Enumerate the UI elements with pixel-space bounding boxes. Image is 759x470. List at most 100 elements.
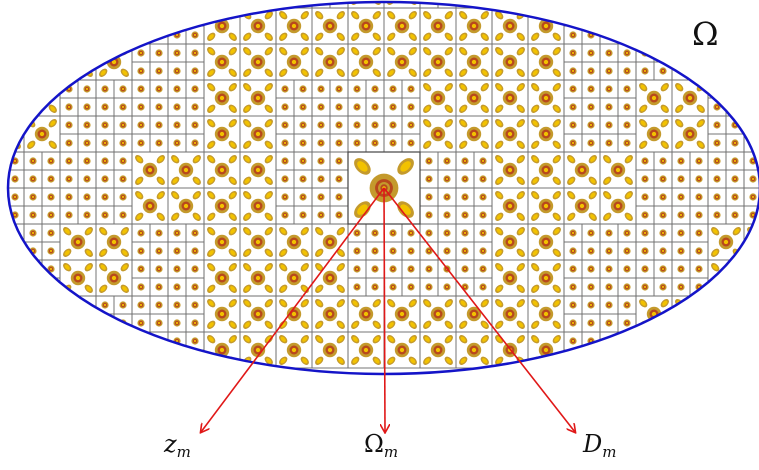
particle-core <box>193 33 197 37</box>
particle-middle <box>48 50 54 56</box>
particle-core <box>496 156 502 162</box>
particle-core <box>589 357 593 361</box>
particle-core <box>607 105 611 109</box>
particle-middle <box>696 68 702 74</box>
particle-core <box>157 231 161 235</box>
grid-cell <box>743 79 759 117</box>
particle <box>372 299 381 308</box>
particle-core <box>446 70 452 76</box>
particle <box>516 212 525 221</box>
cell-particles <box>603 155 633 185</box>
particle-core <box>625 285 629 289</box>
grid-cell <box>743 295 759 333</box>
particle-core <box>208 106 214 112</box>
particle-core <box>651 311 657 317</box>
particle-core <box>604 156 610 162</box>
particle-core <box>280 286 286 292</box>
particle-core <box>409 267 413 271</box>
cell-particles <box>495 263 525 293</box>
particle-middle <box>48 32 54 38</box>
particle-middle <box>48 284 54 290</box>
particle-middle <box>138 356 144 362</box>
particle-outer <box>747 248 756 257</box>
particle-core <box>100 228 106 234</box>
particle-core <box>122 228 128 234</box>
particle-core <box>175 141 179 145</box>
particle-core <box>316 264 322 270</box>
particle <box>354 158 371 175</box>
particle-core <box>676 358 682 364</box>
grid-cell <box>131 2 205 9</box>
particle-core <box>568 214 574 220</box>
particle-outer <box>155 13 163 21</box>
particle-outer <box>0 247 1 254</box>
particle <box>732 47 741 56</box>
particle-core <box>13 15 17 19</box>
particle-core <box>496 264 502 270</box>
particle-outer <box>732 263 741 272</box>
particle <box>207 356 216 365</box>
particle-outer <box>552 11 561 20</box>
particle-outer <box>677 31 685 39</box>
particle <box>531 212 540 221</box>
particle-core <box>139 339 143 343</box>
particle-outer <box>245 2 253 3</box>
particle-outer <box>747 68 756 77</box>
particle <box>408 11 417 20</box>
particle-outer <box>677 13 685 21</box>
particle <box>696 335 705 344</box>
particle-middle <box>30 32 36 38</box>
particle <box>660 320 669 329</box>
particle <box>207 47 216 56</box>
particle <box>552 320 561 329</box>
particle-core <box>319 213 323 217</box>
particle <box>516 248 525 257</box>
particle-core <box>676 336 682 342</box>
particle-core <box>640 142 646 148</box>
particle <box>459 11 468 20</box>
particle-outer <box>660 320 669 329</box>
particle <box>603 191 612 200</box>
particle <box>408 47 417 56</box>
particle-outer <box>713 319 721 327</box>
particle <box>207 119 216 128</box>
particle <box>0 355 1 366</box>
particle-core <box>543 275 549 281</box>
grid-cell <box>41 43 61 63</box>
particle-core <box>122 250 128 256</box>
particle <box>228 104 237 113</box>
particle-core <box>291 23 297 29</box>
cell-particles <box>99 11 129 41</box>
particle-core <box>103 105 107 109</box>
particle-core <box>85 195 89 199</box>
center-point-arrow <box>201 187 385 432</box>
particle-core <box>589 123 593 127</box>
particle-middle <box>30 266 36 272</box>
grid-cell <box>581 7 601 27</box>
particle <box>516 320 525 329</box>
particle-core <box>103 87 107 91</box>
center-point-label-main: z <box>164 430 177 458</box>
particle-core <box>446 336 452 342</box>
particle-core <box>625 357 629 361</box>
particle-core <box>219 239 225 245</box>
particle-core <box>687 131 693 137</box>
particle <box>459 356 468 365</box>
particle-outer <box>11 247 19 255</box>
particle-core <box>697 267 701 271</box>
grid-cell <box>635 2 655 9</box>
particle-core <box>424 142 430 148</box>
particle <box>696 299 705 308</box>
particle <box>99 227 108 236</box>
particle-core <box>103 141 107 145</box>
grid-cell <box>77 2 97 9</box>
particle-core <box>679 267 683 271</box>
particle-outer <box>605 13 613 21</box>
particle-core <box>445 177 449 181</box>
particle-middle <box>66 302 72 308</box>
subdomain-label: Ωm <box>364 432 398 460</box>
particle-core <box>734 228 740 234</box>
particle-core <box>67 141 71 145</box>
particle-outer <box>551 2 559 3</box>
particle-outer <box>749 2 757 3</box>
